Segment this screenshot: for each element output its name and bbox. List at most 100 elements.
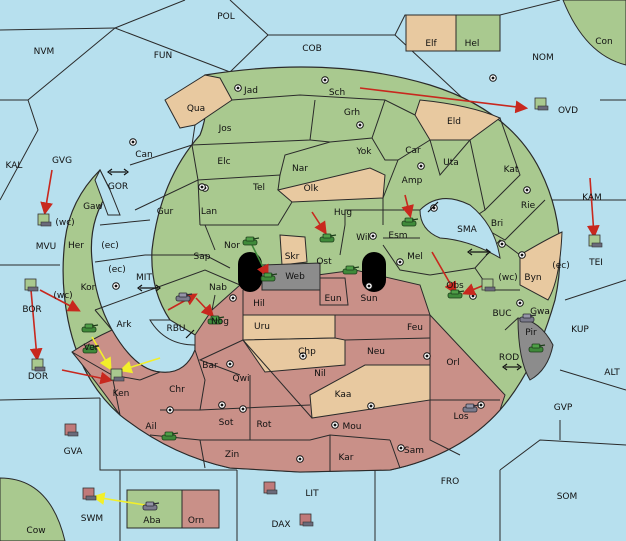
province-label-rod[interactable]: ROD xyxy=(499,353,519,363)
province-label-can[interactable]: Can xyxy=(135,150,153,160)
province-label-jad[interactable]: Jad xyxy=(243,86,258,96)
supply-center-dot xyxy=(525,188,529,192)
province-label-ken[interactable]: Ken xyxy=(113,389,130,399)
supply-center-dot xyxy=(323,78,327,82)
province-label-nvm[interactable]: NVM xyxy=(34,47,55,57)
province-label-gva[interactable]: GVA xyxy=(64,447,84,457)
province-label-aba[interactable]: Aba xyxy=(143,516,160,526)
province-label-sch[interactable]: Sch xyxy=(329,88,345,98)
province-label-olk[interactable]: Olk xyxy=(304,184,320,194)
province-label-elf[interactable]: Elf xyxy=(425,39,437,49)
province-label-her[interactable]: Her xyxy=(68,241,84,251)
province-label-som[interactable]: SOM xyxy=(557,492,578,502)
province-label-kat[interactable]: Kat xyxy=(504,165,519,175)
province-label-nab[interactable]: Nab xyxy=(209,283,227,293)
province-label-yok[interactable]: Yok xyxy=(355,147,372,157)
province-label-sma[interactable]: SMA xyxy=(457,225,477,235)
province-label-sun[interactable]: Sun xyxy=(360,294,377,304)
province-label-hil[interactable]: Hil xyxy=(253,299,265,309)
province-label-bor[interactable]: BOR xyxy=(22,305,41,315)
province-label-hug[interactable]: Hug xyxy=(334,208,352,218)
province-label-nog[interactable]: Nog xyxy=(211,317,229,327)
province-label-web[interactable]: Web xyxy=(285,272,305,282)
province-label-dax[interactable]: DAX xyxy=(271,520,290,530)
province-label-kaa[interactable]: Kaa xyxy=(335,390,352,400)
province-label-rot[interactable]: Rot xyxy=(257,420,272,430)
province-label-ost[interactable]: Ost xyxy=(316,257,332,267)
province-label-ark[interactable]: Ark xyxy=(116,320,132,330)
province-label-qwi[interactable]: Qwi xyxy=(233,374,250,384)
province-label-chr[interactable]: Chr xyxy=(169,385,185,395)
supply-center-dot xyxy=(471,294,475,298)
province-label-ovd[interactable]: OVD xyxy=(558,106,578,116)
province-label-ver[interactable]: Ver xyxy=(84,343,99,353)
province-label-sap[interactable]: Sap xyxy=(194,252,211,262)
province-label-tel[interactable]: Tel xyxy=(252,183,265,193)
province-label-sot[interactable]: Sot xyxy=(219,418,234,428)
province-label-rbu[interactable]: RBU xyxy=(166,324,185,334)
province-label-mvu[interactable]: MVU xyxy=(36,242,57,252)
province-label-uta[interactable]: Uta xyxy=(443,158,459,168)
province-label-cow[interactable]: Cow xyxy=(26,526,45,536)
province-label-swm[interactable]: SWM xyxy=(81,514,103,524)
province-label-con[interactable]: Con xyxy=(595,37,613,47)
province-label-nil[interactable]: Nil xyxy=(314,369,326,379)
province-label-esm[interactable]: Esm xyxy=(388,231,407,241)
province-label-amp[interactable]: Amp xyxy=(402,176,423,186)
province-label-dor[interactable]: DOR xyxy=(28,372,48,382)
province-label-orn[interactable]: Orn xyxy=(188,516,204,526)
province-label-rie[interactable]: Rie xyxy=(521,201,536,211)
province-label-nar[interactable]: Nar xyxy=(292,164,308,174)
province-label-zin[interactable]: Zin xyxy=(225,450,239,460)
province-label-eld[interactable]: Eld xyxy=(447,117,461,127)
province-label-mou[interactable]: Mou xyxy=(343,422,362,432)
province-label-buc[interactable]: BUC xyxy=(492,309,511,319)
province-label-eun[interactable]: Eun xyxy=(324,294,341,304)
province-label-elc[interactable]: Elc xyxy=(217,157,230,167)
province-label-kor[interactable]: Kor xyxy=(81,283,96,293)
province-label-gor[interactable]: GOR xyxy=(108,182,128,192)
province-label-gaw[interactable]: Gaw xyxy=(83,202,103,212)
province-label-nor[interactable]: Nor xyxy=(224,241,240,251)
province-label-gur[interactable]: Gur xyxy=(157,207,174,217)
province-label-neu[interactable]: Neu xyxy=(367,347,385,357)
province-label-ail[interactable]: Ail xyxy=(145,422,156,432)
province-label-orl[interactable]: Orl xyxy=(446,358,459,368)
province-label-fro[interactable]: FRO xyxy=(441,477,460,487)
province-label-pol[interactable]: POL xyxy=(217,12,235,22)
province-label-uru[interactable]: Uru xyxy=(254,322,270,332)
province-label-wil[interactable]: Wil xyxy=(356,233,370,243)
province-label-nom[interactable]: NOM xyxy=(532,53,554,63)
province-label-feu[interactable]: Feu xyxy=(407,323,423,333)
province-label-jos[interactable]: Jos xyxy=(218,124,232,134)
province-label-lan[interactable]: Lan xyxy=(201,207,217,217)
province-label-car[interactable]: Car xyxy=(405,146,421,156)
province-label-gvp[interactable]: GVP xyxy=(554,403,573,413)
province-label-lit[interactable]: LIT xyxy=(305,489,319,499)
province-label-fun[interactable]: FUN xyxy=(154,51,173,61)
province-label-kar[interactable]: Kar xyxy=(339,453,354,463)
province-label-chp[interactable]: Chp xyxy=(298,347,316,357)
province-label-obs[interactable]: Obs xyxy=(446,281,464,291)
province-label-mel[interactable]: Mel xyxy=(407,252,423,262)
province-label-tei[interactable]: TEI xyxy=(588,258,603,268)
province-label-sam[interactable]: Sam xyxy=(404,446,424,456)
province-label-gvg[interactable]: GVG xyxy=(52,156,72,166)
province-label-pir[interactable]: Pir xyxy=(525,328,537,338)
province-label-kal[interactable]: KAL xyxy=(6,161,23,171)
province-label-cob[interactable]: COB xyxy=(302,44,322,54)
province-label-kup[interactable]: KUP xyxy=(571,325,589,335)
supply-center-dot xyxy=(168,408,172,412)
province-label-gwa[interactable]: Gwa xyxy=(530,307,550,317)
province-label-qua[interactable]: Qua xyxy=(187,104,205,114)
province-label-skr[interactable]: Skr xyxy=(285,252,300,262)
province-label-bar[interactable]: Bar xyxy=(202,361,218,371)
province-label-alt[interactable]: ALT xyxy=(604,368,620,378)
province-label-bri[interactable]: Bri xyxy=(491,219,503,229)
province-label-kam[interactable]: KAM xyxy=(582,193,602,203)
province-label-byn[interactable]: Byn xyxy=(524,273,541,283)
province-label-hel[interactable]: Hel xyxy=(465,39,480,49)
province-label-los[interactable]: Los xyxy=(453,412,468,422)
province-label-grh[interactable]: Grh xyxy=(344,108,360,118)
province-label-mit[interactable]: MIT xyxy=(136,273,152,283)
